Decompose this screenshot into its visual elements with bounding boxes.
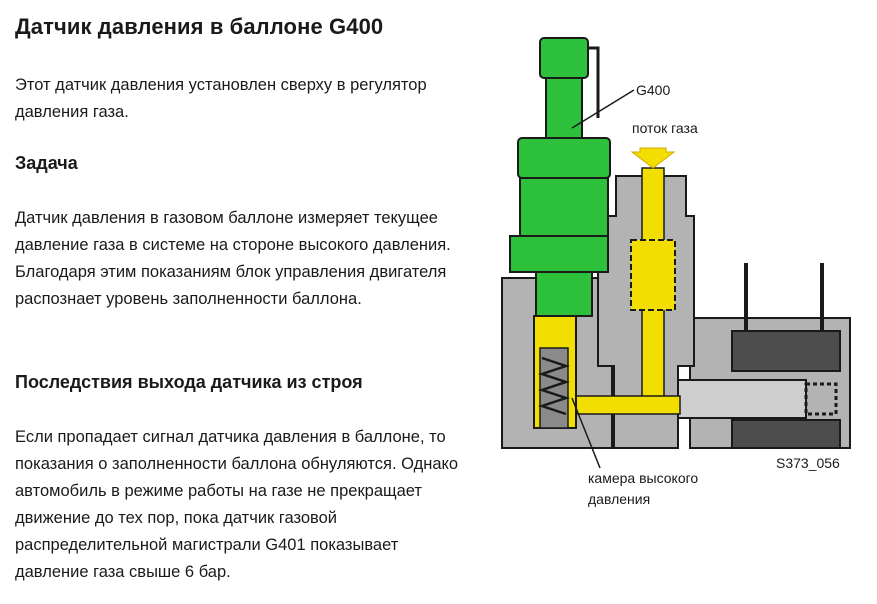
label-chamber-line1: камера высокого (588, 470, 698, 486)
solenoid-coil-top (731, 330, 841, 372)
sensor-clip (588, 46, 600, 118)
valve-spring (804, 382, 838, 416)
sensor-hex (517, 137, 611, 179)
sensor-tip (539, 37, 589, 79)
valve-plunger (675, 379, 807, 419)
solenoid-coil-bottom (731, 419, 841, 449)
task-heading: Задача (15, 153, 78, 173)
failure-heading: Последствия выхода датчика из строя (15, 372, 363, 392)
task-paragraph: Датчик давления в газовом баллоне измеря… (15, 209, 451, 308)
leader-line-g400 (571, 89, 635, 129)
failure-paragraph: Если пропадает сигнал датчика давления в… (15, 428, 459, 581)
horizontal-gas-channel (569, 395, 681, 415)
sensor-thread (535, 271, 593, 317)
leader-line-chamber (571, 397, 601, 469)
sensor-body (519, 177, 609, 237)
intro-paragraph: Этот датчик давления установлен сверху в… (15, 76, 427, 121)
sensor-neck (545, 77, 583, 139)
sensor-flange (509, 235, 609, 273)
label-gas-flow: поток газа (632, 120, 698, 136)
gas-filter (630, 239, 676, 311)
page-title: Датчик давления в баллоне G400 (15, 14, 384, 39)
label-sensor: G400 (636, 82, 670, 98)
gas-flow-arrow (630, 147, 676, 169)
pressure-sensor-diagram: G400 поток газа S373_056 камера высокого… (501, 37, 851, 507)
label-figure-id: S373_056 (776, 455, 840, 471)
sensor-spring (538, 356, 570, 416)
label-chamber-line2: давления (588, 491, 650, 507)
